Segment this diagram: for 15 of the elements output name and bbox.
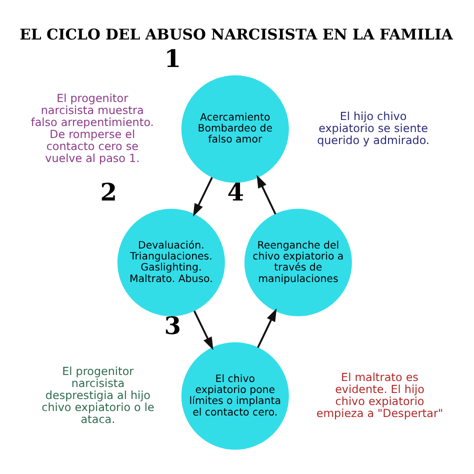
node-circle: El chivo expiatorio pone límites o implanta el contacto cero. [181,342,289,450]
node-label: 2 [100,178,118,207]
node-circle: Reenganche del chivo expiatorio a través de manipulaciones [244,208,352,316]
label: El progenitor narcisista desprestigia al hijo chivo expiatorio o le ataca. [42,364,154,426]
node-circle: Acercamiento Bombardeo de falso amor [181,75,289,183]
label: El maltrato es evidente. El hijo chivo expiatorio empieza a "Despertar" [316,370,444,420]
arrow [256,174,276,215]
diagram-title: EL CICLO DEL ABUSO NARCISISTA EN LA FAMILIA [20,26,453,44]
node-label: 1 [164,44,181,74]
arrow [193,177,213,217]
arrow [193,310,214,350]
label: El progenitor narcisista muestra falso arrepentimiento. De romperse el contacto cero se vuelve al paso 1. [30,92,154,166]
label: El hijo chivo expiatorio se siente querido y admirado. [317,110,430,147]
arrow [257,308,277,348]
node-circle: Devaluación. Triangulaciones. Gaslighting. Maltrato. Abuso. [117,208,225,316]
